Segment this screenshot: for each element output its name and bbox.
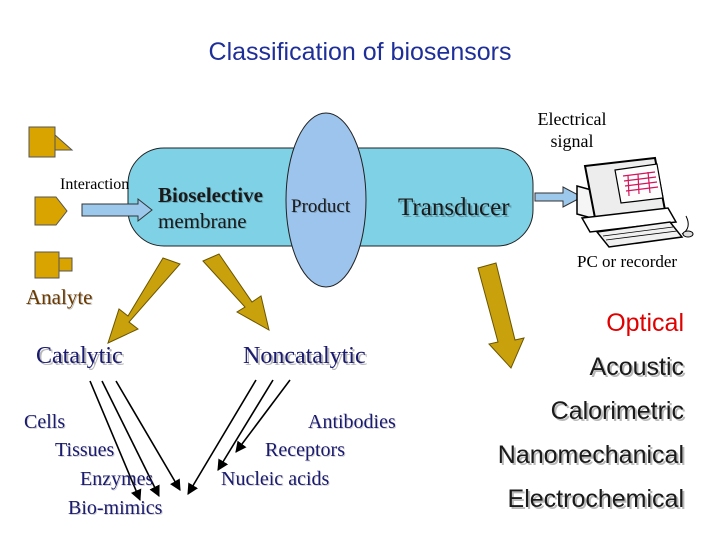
- analyte-shape-middle: [34, 196, 68, 226]
- analyte-label: Analyte: [26, 285, 93, 309]
- catalytic-thin-arrows: [89, 380, 181, 502]
- interaction-arrow: [81, 197, 153, 223]
- transducer-type-acoustic: Acoustic: [589, 353, 684, 381]
- transducer-type-calorimetric: Calorimetric: [550, 397, 684, 425]
- electrical-signal-label: Electrical signal: [522, 108, 622, 152]
- product-label: Product: [291, 196, 351, 217]
- bioselective-line1: Bioselective: [158, 183, 263, 207]
- interaction-label: Interaction: [60, 176, 130, 193]
- thin-arrow: [89, 380, 142, 502]
- noncatalytic-item-receptors: Receptors: [265, 439, 345, 461]
- catalytic-item-tissues: Tissues: [55, 439, 115, 461]
- transducer-arrow: [477, 262, 525, 369]
- transducer-type-nanomechanical: Nanomechanical: [497, 441, 684, 469]
- product-ellipse: [285, 112, 367, 288]
- thin-arrow: [217, 379, 274, 471]
- analyte-shape-top: [28, 126, 74, 158]
- bioselective-membrane-label: Bioselective membrane: [158, 182, 263, 234]
- noncatalytic-thin-arrows: [187, 379, 291, 495]
- analyte-shape-bottom: [34, 251, 73, 279]
- noncatalytic-item-antibodies: Antibodies: [308, 411, 396, 433]
- bioselective-line2: membrane: [158, 209, 247, 233]
- page-title: Classification of biosensors: [208, 38, 512, 66]
- pc-recorder-label: PC or recorder: [577, 252, 678, 271]
- transducer-type-electrochemical: Electrochemical: [507, 485, 684, 513]
- pc-recorder-icon: [576, 156, 694, 248]
- thin-arrow: [115, 380, 181, 491]
- catalytic-item-cells: Cells: [24, 411, 66, 433]
- electrical-signal-line2: signal: [550, 131, 594, 151]
- noncatalytic-heading: Noncatalytic: [243, 343, 366, 369]
- catalytic-arrow: [107, 257, 181, 344]
- thin-arrow: [235, 379, 291, 453]
- noncatalytic-item-nucleic-acids: Nucleic acids: [221, 468, 330, 490]
- thin-arrow: [101, 380, 160, 498]
- catalytic-item-enzymes: Enzymes: [80, 468, 154, 490]
- noncatalytic-arrow: [202, 253, 270, 331]
- electrical-signal-line1: Electrical: [537, 109, 607, 129]
- catalytic-heading: Catalytic: [36, 343, 123, 369]
- thin-arrow: [187, 379, 257, 495]
- transducer-label: Transducer: [398, 194, 510, 221]
- catalytic-item-biomimics: Bio-mimics: [68, 497, 163, 519]
- transducer-type-optical: Optical: [606, 309, 684, 337]
- electrical-signal-arrow: [534, 186, 584, 208]
